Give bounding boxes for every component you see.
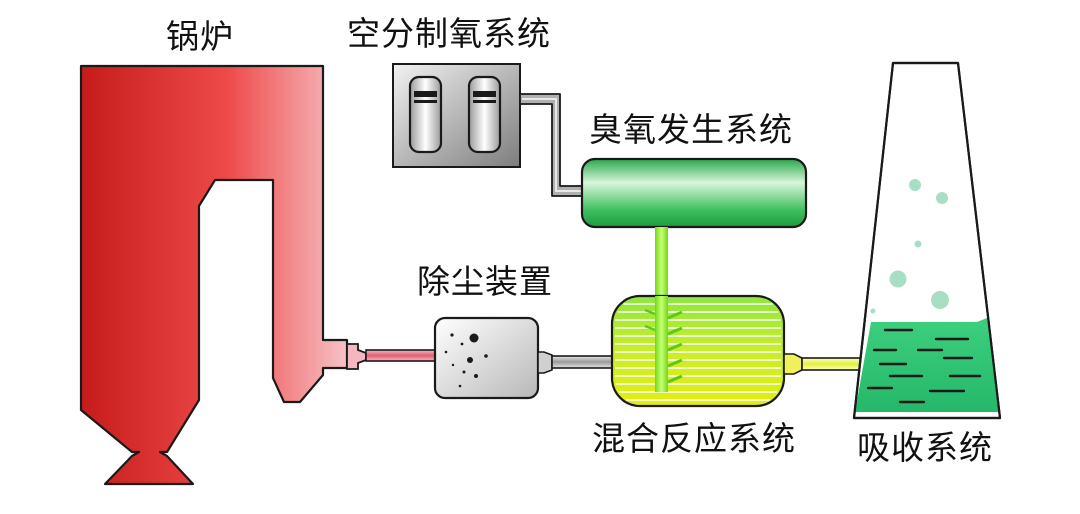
absorption-label: 吸收系统 [857, 428, 993, 467]
oxygen-column-2 [467, 75, 502, 154]
oxygen-pipe [519, 93, 587, 197]
clean-gas-pipe [537, 351, 615, 374]
ozone-generator [580, 157, 808, 229]
absorber-tower [852, 61, 1002, 420]
air-separation-unit [392, 63, 521, 168]
oxygen-column-1 [408, 75, 443, 154]
ozone-generator-label: 臭氧发生系统 [589, 110, 793, 149]
reactor-outlet-pipe [783, 353, 875, 375]
air-separation-label: 空分制氧系统 [347, 14, 551, 53]
mixing-reactor [610, 294, 786, 408]
absorber-bubbles [870, 179, 949, 314]
dust-removal-unit [433, 316, 540, 400]
boiler [79, 64, 349, 486]
reactor-stripes [615, 303, 781, 401]
dust-removal-label: 除尘装置 [417, 262, 553, 301]
absorber-liquid-dashes [866, 328, 982, 404]
boiler-outlet-nozzle [346, 343, 367, 370]
absorber-liquid [855, 318, 999, 412]
mixing-reaction-label: 混合反应系统 [592, 419, 796, 458]
flue-gas-pipe [365, 349, 437, 362]
boiler-body [79, 64, 349, 486]
boiler-label: 锅炉 [166, 17, 234, 56]
